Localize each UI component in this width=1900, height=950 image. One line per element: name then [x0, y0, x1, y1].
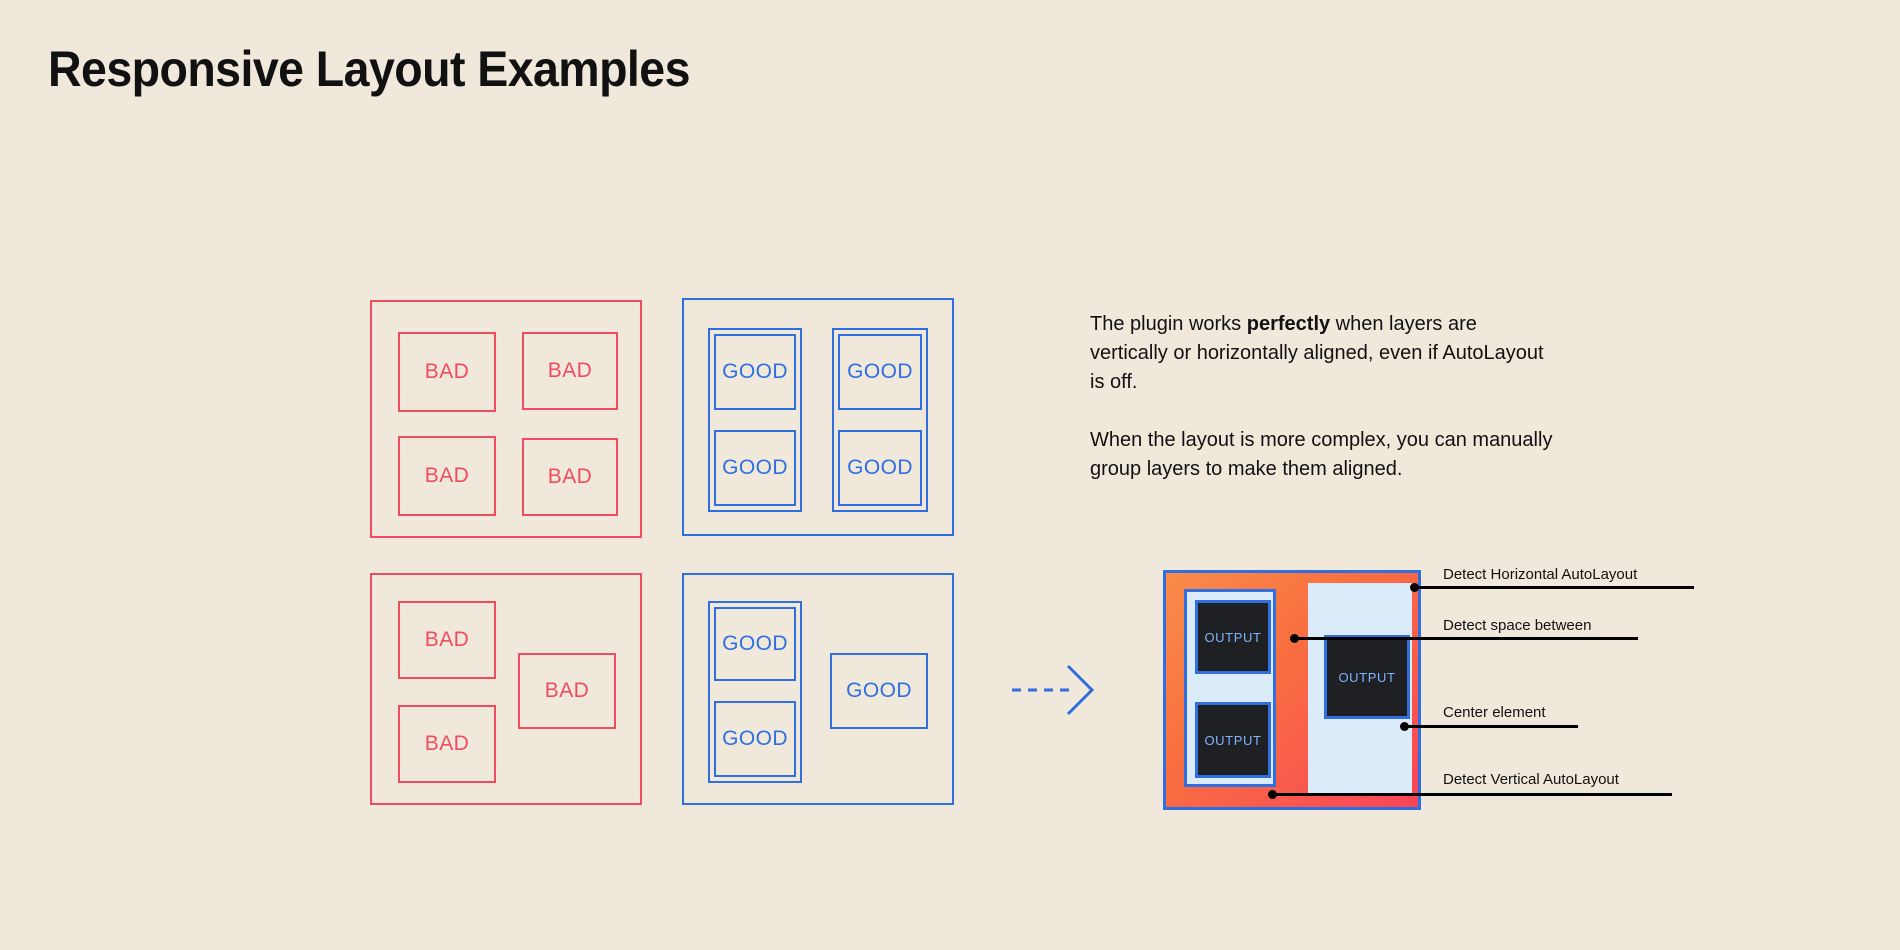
example-bad-grid: BAD BAD BAD BAD [370, 300, 642, 538]
bad-cell-label: BAD [424, 360, 470, 383]
description-p1-emphasis: perfectly [1246, 313, 1331, 335]
good-cell[interactable]: GOOD [714, 430, 796, 506]
callout-label-space-between: Detect space between [1443, 617, 1592, 634]
bad-cell[interactable]: BAD [522, 332, 618, 410]
callout-label-horizontal-autolayout: Detect Horizontal AutoLayout [1443, 566, 1638, 583]
callout-leader-line [1294, 637, 1638, 640]
description-p1-part2: when layers are vertically or horizontal… [1090, 313, 1544, 393]
bad-cell[interactable]: BAD [398, 436, 496, 516]
good-cell[interactable]: GOOD [838, 334, 922, 410]
description-paragraph-1: The plugin works perfectly when layers a… [1090, 310, 1560, 397]
output-box[interactable]: OUTPUT [1195, 600, 1271, 674]
autolayout-diagram: OUTPUT OUTPUT OUTPUT [1163, 570, 1421, 810]
good-cell[interactable]: GOOD [714, 334, 796, 410]
good-cell-label: GOOD [847, 456, 913, 479]
bad-cell[interactable]: BAD [518, 653, 616, 729]
good-group-column[interactable]: GOOD GOOD [832, 328, 928, 512]
good-cell-label: GOOD [722, 632, 788, 655]
good-cell-label: GOOD [846, 679, 912, 702]
good-cell[interactable]: GOOD [714, 607, 796, 681]
description-paragraph-2: When the layout is more complex, you can… [1090, 429, 1553, 480]
bad-cell-label: BAD [547, 359, 593, 382]
diagram-right-column[interactable]: OUTPUT [1308, 583, 1412, 795]
output-box-label: OUTPUT [1338, 669, 1396, 685]
example-bad-complex: BAD BAD BAD [370, 573, 642, 805]
callout-label-vertical-autolayout: Detect Vertical AutoLayout [1443, 771, 1619, 788]
good-group-column[interactable]: GOOD GOOD [708, 328, 802, 512]
good-cell[interactable]: GOOD [830, 653, 928, 729]
bad-cell-label: BAD [424, 628, 470, 651]
bad-cell[interactable]: BAD [398, 601, 496, 679]
bad-cell-label: BAD [424, 732, 470, 755]
callout-leader-line [1272, 793, 1672, 796]
bad-cell-label: BAD [544, 679, 590, 702]
good-cell[interactable]: GOOD [838, 430, 922, 506]
description-p1-part1: The plugin works [1090, 313, 1247, 335]
output-box-label: OUTPUT [1204, 629, 1262, 645]
bad-cell[interactable]: BAD [398, 332, 496, 412]
output-box-label: OUTPUT [1204, 732, 1262, 748]
good-cell-label: GOOD [722, 360, 788, 383]
bad-cell[interactable]: BAD [398, 705, 496, 783]
output-box[interactable]: OUTPUT [1324, 635, 1410, 719]
good-cell-label: GOOD [847, 360, 913, 383]
good-cell[interactable]: GOOD [714, 701, 796, 777]
dashed-arrow-right-icon [1012, 664, 1095, 716]
callout-leader-line [1404, 725, 1578, 728]
page-title: Responsive Layout Examples [48, 41, 690, 97]
example-good-complex: GOOD GOOD GOOD [682, 573, 954, 805]
bad-cell-label: BAD [547, 465, 593, 488]
output-box[interactable]: OUTPUT [1195, 702, 1271, 778]
bad-cell[interactable]: BAD [522, 438, 618, 516]
diagram-left-column[interactable]: OUTPUT OUTPUT [1184, 589, 1276, 787]
good-cell-label: GOOD [722, 456, 788, 479]
description-text: The plugin works perfectly when layers a… [1090, 310, 1560, 484]
good-cell-label: GOOD [722, 727, 788, 750]
bad-cell-label: BAD [424, 464, 470, 487]
callout-label-center-element: Center element [1443, 704, 1546, 721]
example-good-grid: GOOD GOOD GOOD GOOD [682, 298, 954, 536]
callout-leader-line [1414, 586, 1694, 589]
diagram-inner-panel: OUTPUT OUTPUT OUTPUT [1174, 581, 1412, 799]
good-group-column[interactable]: GOOD GOOD [708, 601, 802, 783]
